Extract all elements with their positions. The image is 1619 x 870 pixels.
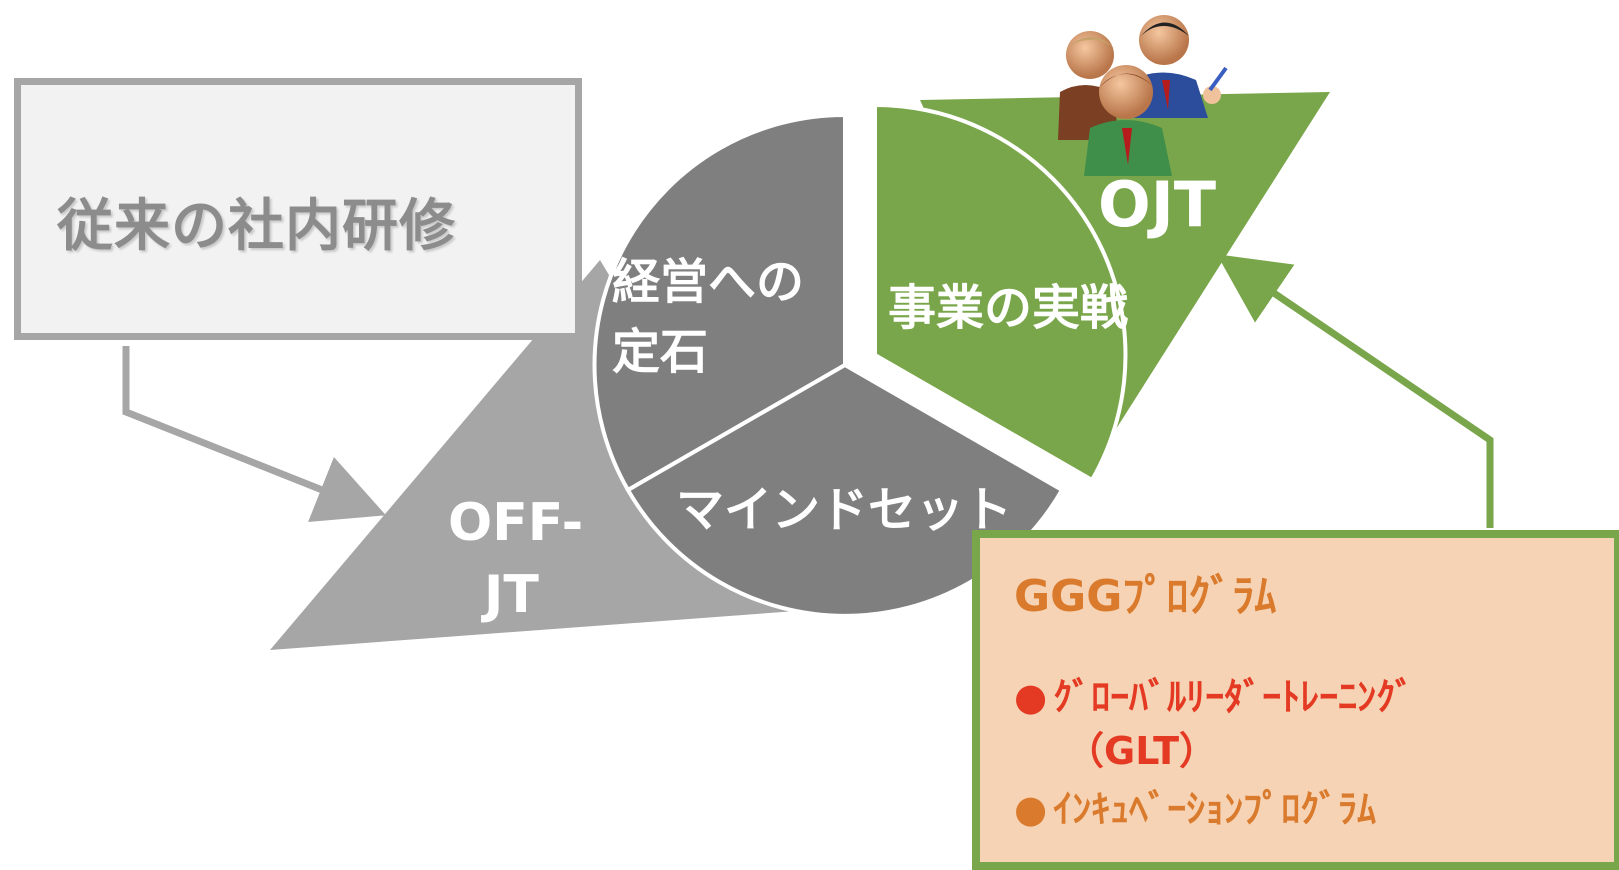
program-item-incubation: ●ｲﾝｷｭﾍﾞｰｼｮﾝﾌﾟﾛｸﾞﾗﾑ — [1014, 778, 1376, 833]
legacy-training-label: 従来の社内研修 — [57, 194, 456, 259]
off-jt-triangle — [270, 260, 810, 650]
management-label-line2: 定石 — [612, 324, 708, 380]
program-item-glt: ●ｸﾞﾛｰﾊﾞﾙﾘｰﾀﾞｰﾄﾚｰﾆﾝｸﾞ — [1014, 666, 1414, 721]
mindset-label: マインドセット — [676, 482, 1012, 538]
program-to-ojt-arrow — [1216, 254, 1494, 528]
pie-segment-business — [873, 102, 1128, 483]
business-people-icon — [1058, 15, 1228, 176]
program-title: GGGﾌﾟﾛｸﾞﾗﾑ — [1014, 571, 1277, 622]
ojt-label: OJT — [1098, 168, 1216, 241]
program-item-glt-line2: （GLT） — [1066, 729, 1218, 773]
bullet-icon: ● — [1014, 675, 1048, 719]
off-jt-label-line2: JT — [481, 565, 539, 625]
bullet-icon: ● — [1014, 787, 1048, 831]
business-label: 事業の実戦 — [888, 280, 1128, 336]
pie-segment-management — [592, 112, 847, 493]
program-item-incubation-line1: ｲﾝｷｭﾍﾞｰｼｮﾝﾌﾟﾛｸﾞﾗﾑ — [1053, 787, 1377, 831]
program-item-glt-line1: ｸﾞﾛｰﾊﾞﾙﾘｰﾀﾞｰﾄﾚｰﾆﾝｸﾞ — [1053, 675, 1415, 719]
off-jt-label-line1: OFF- — [448, 493, 583, 553]
ggg-program-box: GGGﾌﾟﾛｸﾞﾗﾑ ●ｸﾞﾛｰﾊﾞﾙﾘｰﾀﾞｰﾄﾚｰﾆﾝｸﾞ （GLT） ●ｲ… — [972, 530, 1619, 870]
management-label-line1: 経営への — [612, 254, 804, 310]
legacy-training-box: 従来の社内研修 — [14, 78, 582, 340]
legacy-to-off-jt-arrow — [122, 346, 387, 523]
